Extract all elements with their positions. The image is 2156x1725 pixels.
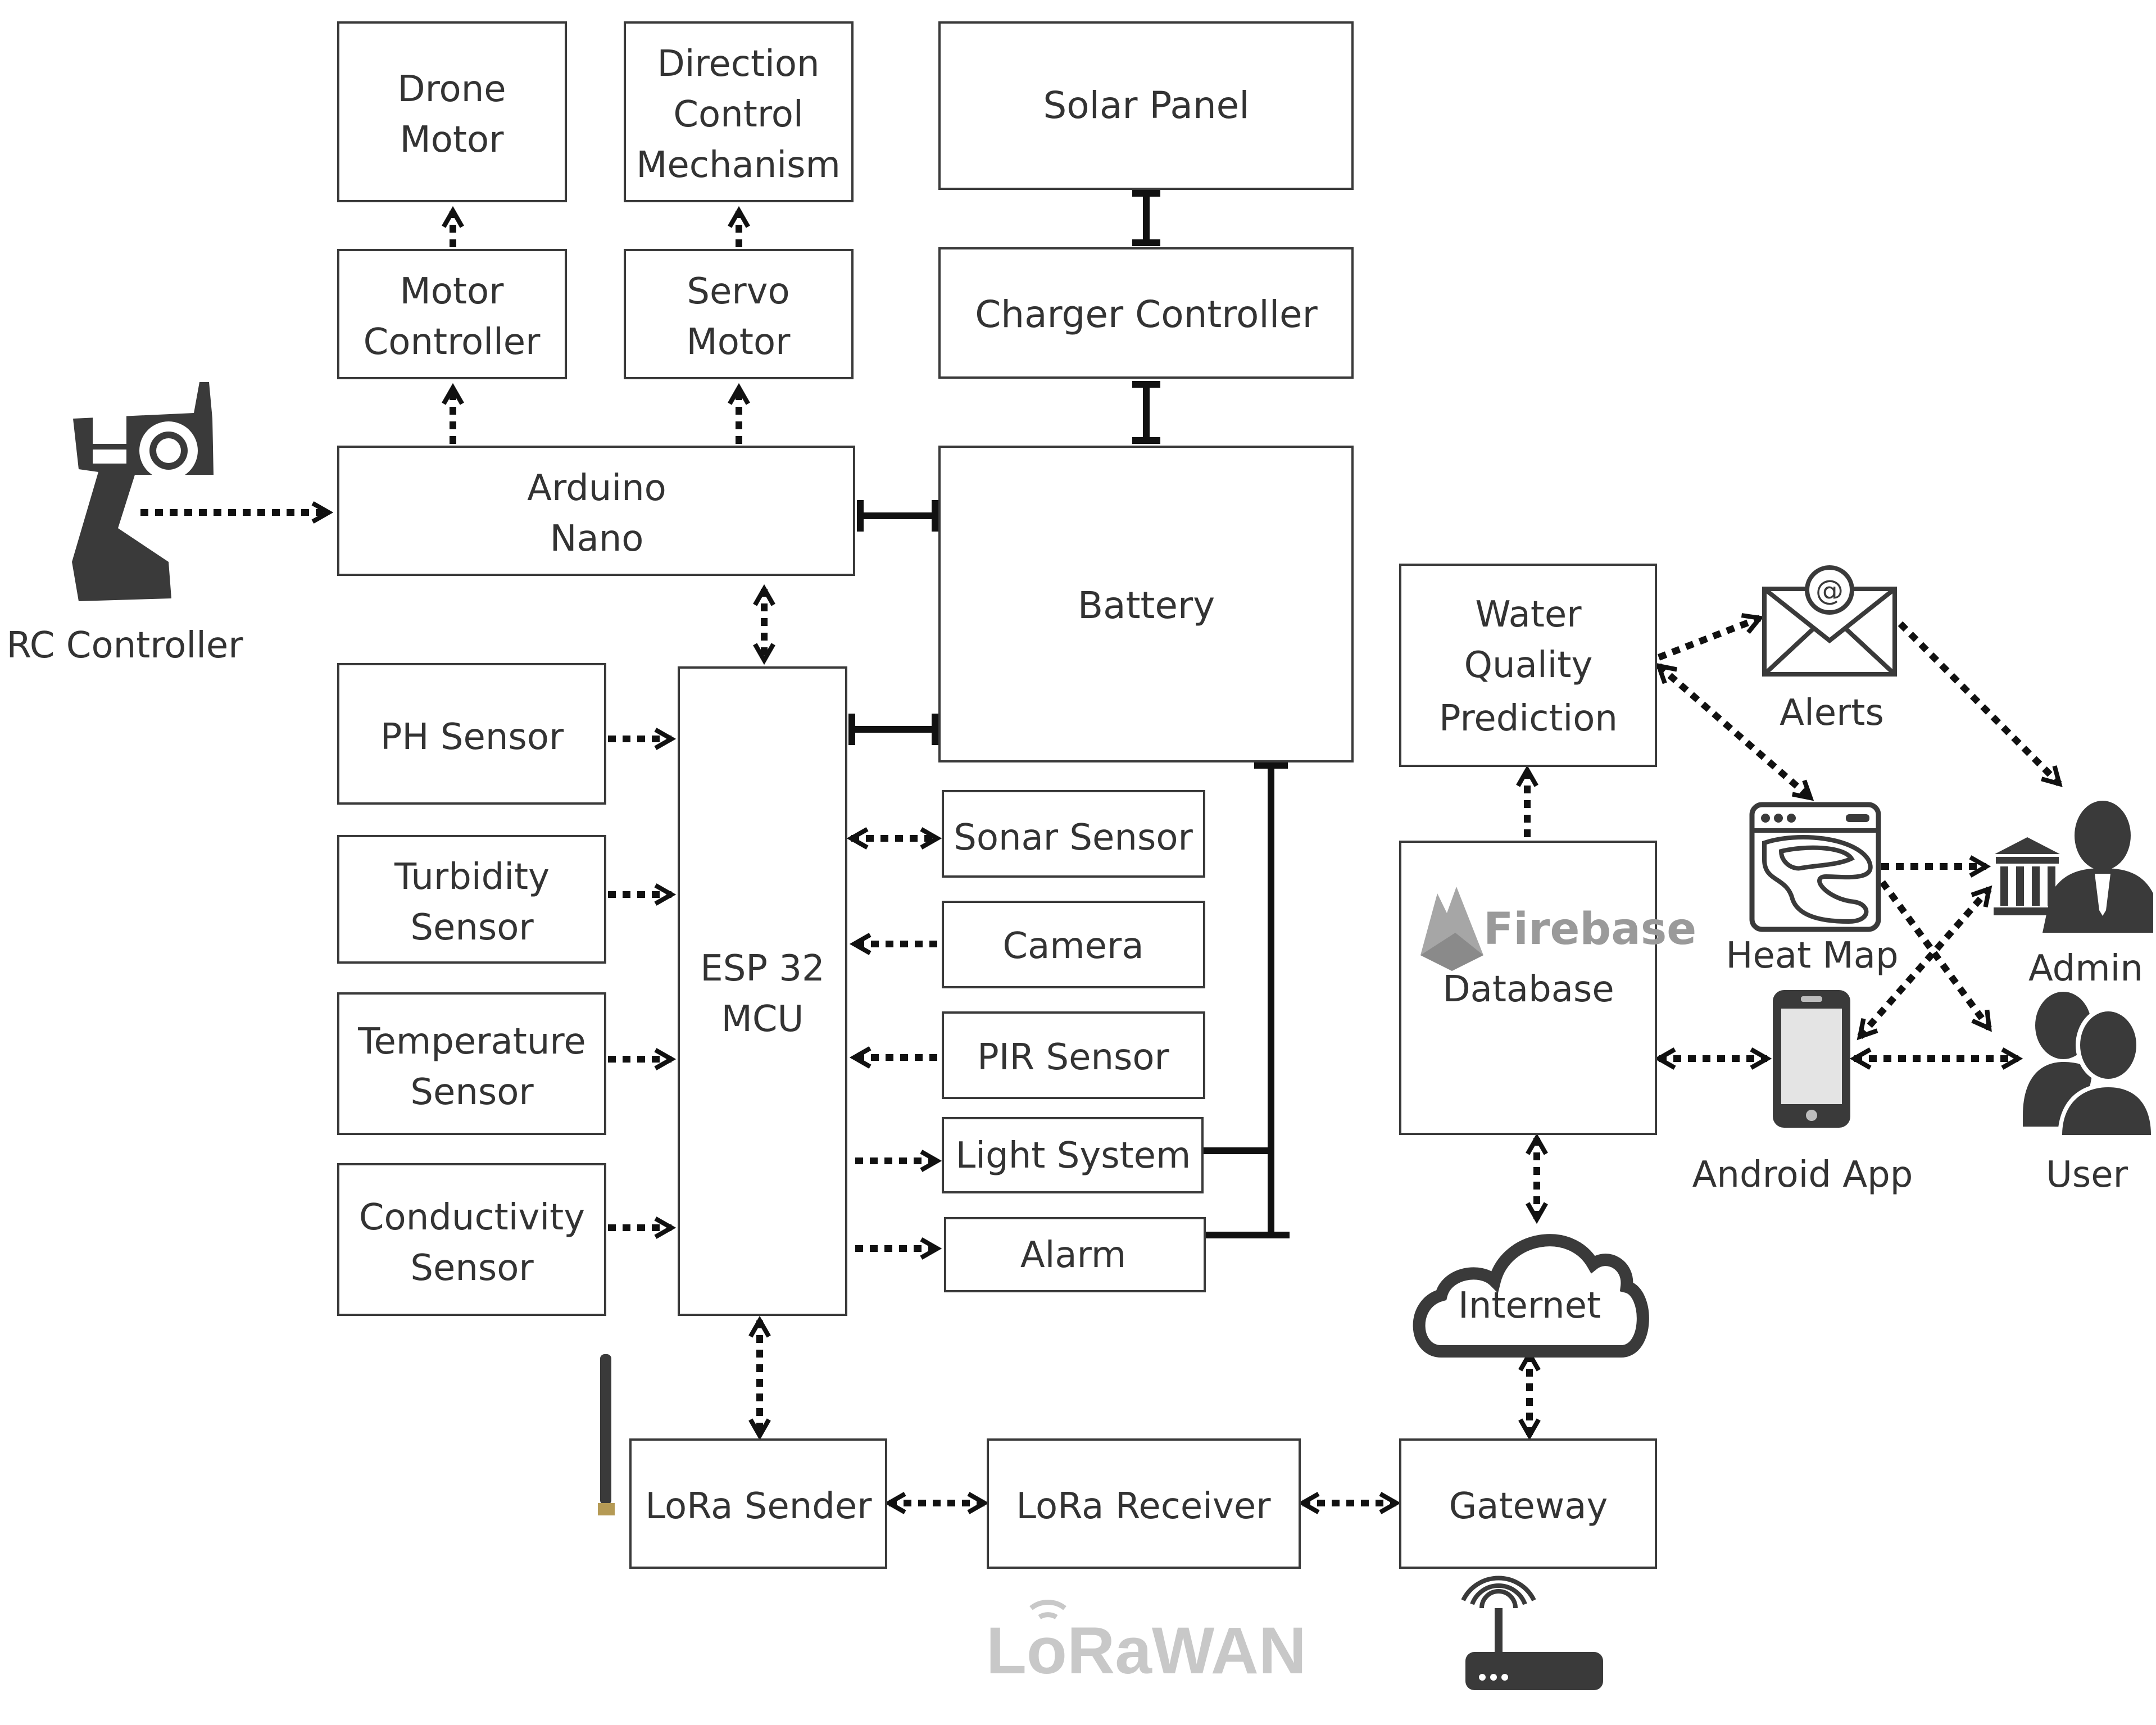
turbidity-sensor-line-1: Turbidity	[394, 856, 550, 898]
conductivity-sensor-line-2: Sensor	[410, 1247, 534, 1289]
direction-control-line-2: Control	[673, 94, 803, 135]
temperature-sensor-line-2: Sensor	[410, 1072, 534, 1113]
esp32-line-1: ESP 32	[700, 948, 824, 989]
gateway-label: Gateway	[1449, 1486, 1608, 1527]
drone-motor-block: Drone Motor	[337, 21, 567, 202]
pir-sensor-block: PIR Sensor	[942, 1011, 1205, 1099]
drone-motor-line-2: Motor	[400, 119, 505, 161]
camera-label: Camera	[1002, 925, 1143, 967]
router-icon	[1461, 1576, 1603, 1690]
camera-block: Camera	[942, 901, 1205, 988]
battery-label: Battery	[1078, 584, 1215, 627]
water-quality-prediction-block: Water Quality Prediction	[1399, 564, 1657, 767]
water-quality-line-1: Water	[1475, 594, 1582, 635]
alarm-label: Alarm	[1020, 1234, 1126, 1276]
connectors	[140, 190, 2063, 1514]
direction-control-line-1: Direction	[657, 43, 819, 85]
lora-sender-block: LoRa Sender	[629, 1438, 887, 1569]
ph-sensor-label: PH Sensor	[380, 716, 564, 758]
bank-building-icon	[1994, 837, 2061, 915]
conductivity-sensor-line-1: Conductivity	[359, 1197, 585, 1238]
conductivity-sensor-block: Conductivity Sensor	[337, 1163, 606, 1316]
sonar-sensor-block: Sonar Sensor	[942, 790, 1205, 878]
motor-controller-line-2: Controller	[364, 321, 541, 363]
admin-icon	[1994, 801, 2153, 933]
alarm-block: Alarm	[944, 1217, 1206, 1292]
svg-text:@: @	[1815, 574, 1844, 607]
heat-map-icon	[1749, 802, 1881, 932]
esp32-line-2: MCU	[721, 998, 804, 1040]
servo-motor-line-2: Motor	[687, 321, 791, 363]
alerts-envelope-icon: @	[1762, 565, 1897, 677]
drone-motor-line-1: Drone	[397, 69, 506, 110]
user-label: User	[2046, 1154, 2128, 1196]
lorawan-logo: LoRaWAN	[986, 1599, 1306, 1688]
charger-controller-block: Charger Controller	[938, 247, 1354, 379]
direction-control-line-3: Mechanism	[636, 144, 841, 186]
servo-motor-block: Servo Motor	[624, 249, 854, 379]
alerts-label: Alerts	[1780, 692, 1884, 734]
lora-receiver-block: LoRa Receiver	[987, 1438, 1301, 1569]
connector-alerts-to-admin	[1898, 621, 2063, 787]
turbidity-sensor-line-2: Sensor	[410, 907, 534, 948]
android-app-label: Android App	[1692, 1154, 1913, 1196]
android-phone-icon	[1773, 990, 1850, 1128]
water-quality-line-3: Prediction	[1439, 698, 1618, 739]
solar-panel-block: Solar Panel	[938, 21, 1354, 190]
firebase-database-block: Firebase Database	[1399, 841, 1696, 1135]
rc-controller-label: RC Controller	[6, 625, 243, 666]
connector-android-admin	[1857, 885, 1992, 1041]
lora-antenna-icon	[598, 1354, 615, 1515]
water-quality-line-2: Quality	[1464, 644, 1593, 686]
motor-controller-line-1: Motor	[400, 271, 505, 312]
connector-water-quality-heat-map	[1655, 662, 1814, 801]
arduino-nano-line-1: Arduino	[527, 467, 666, 509]
battery-block: Battery	[938, 446, 1354, 762]
sonar-sensor-label: Sonar Sensor	[954, 817, 1193, 859]
gateway-block: Gateway	[1399, 1438, 1657, 1569]
lora-sender-label: LoRa Sender	[645, 1486, 872, 1527]
firebase-flame-icon	[1420, 887, 1483, 971]
admin-label: Admin	[2028, 948, 2143, 989]
direction-control-block: Direction Control Mechanism	[624, 21, 854, 202]
turbidity-sensor-block: Turbidity Sensor	[337, 835, 606, 964]
motor-controller-block: Motor Controller	[337, 249, 567, 379]
heat-map-label: Heat Map	[1726, 935, 1898, 977]
connector-water-quality-to-alerts	[1657, 613, 1764, 661]
light-system-label: Light System	[956, 1135, 1191, 1177]
temperature-sensor-block: Temperature Sensor	[337, 992, 606, 1135]
esp32-mcu-block: ESP 32 MCU	[678, 666, 847, 1316]
firebase-database-label: Database	[1442, 969, 1614, 1010]
arduino-nano-line-2: Nano	[550, 518, 644, 560]
temperature-sensor-line-1: Temperature	[357, 1021, 585, 1063]
solar-panel-label: Solar Panel	[1043, 84, 1249, 127]
user-group-icon	[2023, 992, 2152, 1138]
ph-sensor-block: PH Sensor	[337, 663, 606, 805]
firebase-logo-text: Firebase	[1483, 904, 1696, 955]
internet-cloud-icon	[1413, 1234, 1649, 1358]
light-system-block: Light System	[942, 1117, 1204, 1193]
lorawan-logo-text: LoRaWAN	[986, 1614, 1306, 1688]
lora-receiver-label: LoRa Receiver	[1016, 1486, 1271, 1527]
arduino-nano-block: Arduino Nano	[337, 446, 855, 576]
servo-motor-line-1: Servo	[687, 271, 789, 312]
pir-sensor-label: PIR Sensor	[977, 1037, 1169, 1078]
rc-controller-icon	[72, 382, 214, 601]
internet-label: Internet	[1458, 1285, 1601, 1327]
charger-controller-label: Charger Controller	[975, 293, 1318, 336]
